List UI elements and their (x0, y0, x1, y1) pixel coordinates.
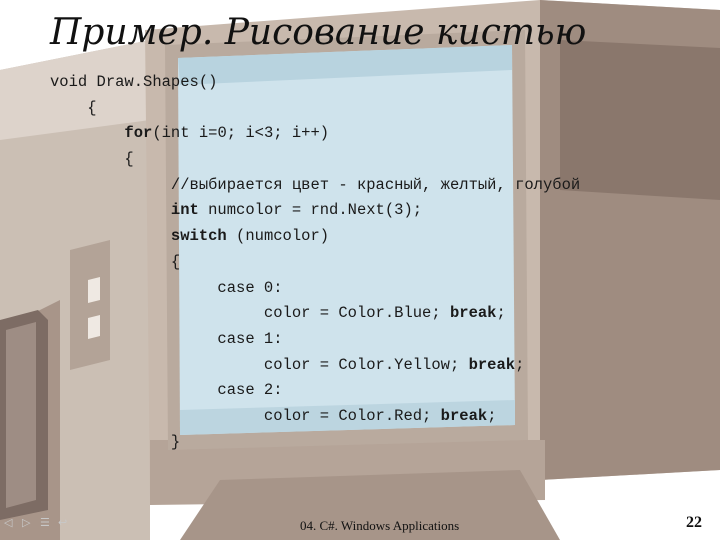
code-line: color = Color.Blue; break; (50, 301, 580, 327)
slide-nav: ◁ ▷ ☰ ↩ (4, 516, 70, 529)
code-line: case 1: (50, 327, 580, 353)
code-line: { (50, 250, 580, 276)
code-line: for(int i=0; i<3; i++) (50, 121, 580, 147)
menu-icon[interactable]: ☰ (40, 516, 50, 529)
code-keyword: switch (170, 227, 227, 246)
code-line: } (50, 430, 580, 456)
return-icon[interactable]: ↩ (58, 516, 68, 529)
code-text: Draw.Shapes() (87, 73, 218, 91)
code-line: color = Color.Yellow; break; (50, 353, 580, 379)
code-text: case 1: (50, 329, 283, 348)
code-text: case 0: (50, 278, 283, 297)
code-line: { (50, 96, 580, 122)
code-text: } (50, 432, 181, 451)
code-line: int numcolor = rnd.Next(3); (50, 198, 580, 224)
code-block: void Draw.Shapes() { for(int i=0; i<3; i… (50, 70, 580, 455)
code-line: { (50, 147, 580, 173)
code-text: ; (487, 406, 497, 425)
code-text: color = Color.Blue; (50, 304, 450, 323)
code-text: color = Color.Yellow; (50, 355, 469, 374)
slide-title: Пример. Рисование кистью (50, 12, 587, 53)
code-text: { (50, 150, 134, 169)
footer-course: 04. C#. Windows Applications (300, 518, 460, 533)
code-line: switch (numcolor) (50, 224, 580, 250)
code-text (50, 227, 171, 245)
code-text: { (50, 98, 97, 117)
code-text (50, 201, 171, 219)
code-text: ; (496, 304, 506, 323)
code-text: void (50, 73, 88, 91)
code-text: case 2: (50, 381, 283, 400)
code-keyword: break (449, 304, 497, 323)
code-line: //выбирается цвет - красный, желтый, гол… (50, 173, 580, 199)
code-text: { (50, 252, 181, 271)
code-keyword: break (440, 406, 488, 425)
code-text: ; (515, 355, 525, 374)
code-keyword: for (124, 124, 153, 143)
code-keyword: int (170, 201, 199, 220)
code-text: numcolor = rnd.Next(3); (198, 201, 423, 220)
code-text: color = Color.Red; (50, 406, 441, 425)
code-line: void Draw.Shapes() (50, 70, 580, 96)
code-keyword: break (468, 355, 516, 374)
code-text: (numcolor) (226, 227, 330, 246)
monitor-screen (165, 30, 528, 450)
code-text: (int i=0; i<3; i++) (152, 124, 330, 143)
prev-slide-icon[interactable]: ◁ (4, 516, 13, 529)
page-number: 22 (686, 514, 702, 531)
speaker (0, 310, 48, 520)
code-line: case 0: (50, 276, 580, 302)
code-text: //выбирается цвет - красный, желтый, гол… (50, 175, 581, 194)
code-text (50, 124, 124, 142)
code-line: color = Color.Red; break; (50, 404, 580, 430)
next-slide-icon[interactable]: ▷ (22, 516, 31, 529)
code-line: case 2: (50, 378, 580, 404)
